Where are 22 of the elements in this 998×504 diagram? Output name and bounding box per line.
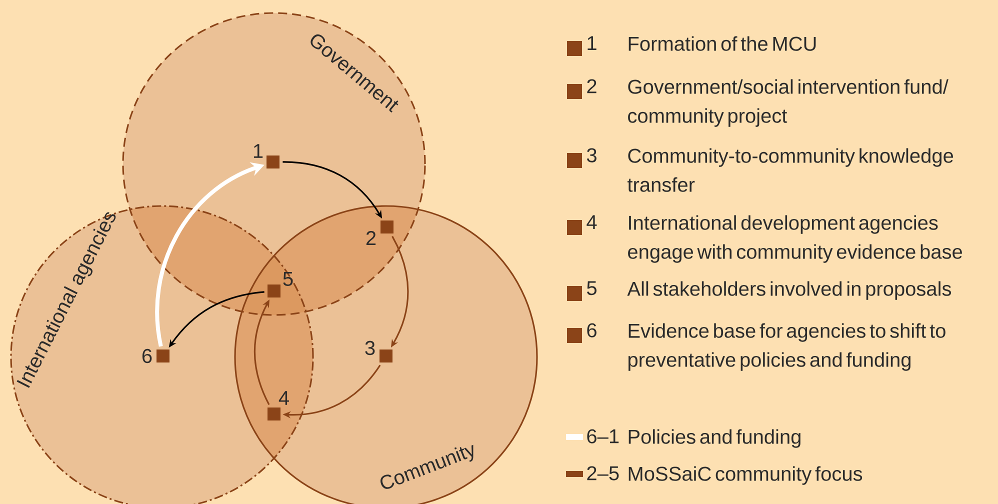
- legend-text: MoSSaiC community focus: [628, 466, 862, 485]
- legend-text: Community-to-community knowledge transfer: [628, 148, 954, 192]
- legend-text: Government/social intervention fund/ community project: [628, 79, 948, 127]
- point-number: 3: [365, 340, 375, 356]
- point-number: 2: [366, 231, 376, 245]
- legend-text: International development agencies engage with community evidence base: [628, 215, 962, 263]
- legend-number: 3: [586, 148, 596, 162]
- legend-number: 2: [587, 79, 596, 94]
- point-number: 6: [142, 348, 152, 364]
- point-number: 5: [283, 272, 293, 286]
- legend-text: All stakeholders involved in proposals: [627, 281, 952, 300]
- legend-number: 1: [588, 36, 596, 50]
- legend-text: Formation of the MCU: [628, 36, 816, 51]
- legend-number: 4: [586, 215, 597, 229]
- legend-number: 2–5: [587, 466, 619, 480]
- legend-number: 6: [587, 323, 596, 338]
- legend-text: Policies and funding: [628, 429, 800, 448]
- legend-text: Evidence base for agencies to shift to preventative policies and funding: [628, 323, 946, 371]
- point-number: 1: [254, 144, 263, 158]
- point-number: 4: [278, 391, 289, 405]
- legend-number: 6–1: [587, 429, 619, 444]
- legend-number: 5: [587, 281, 596, 296]
